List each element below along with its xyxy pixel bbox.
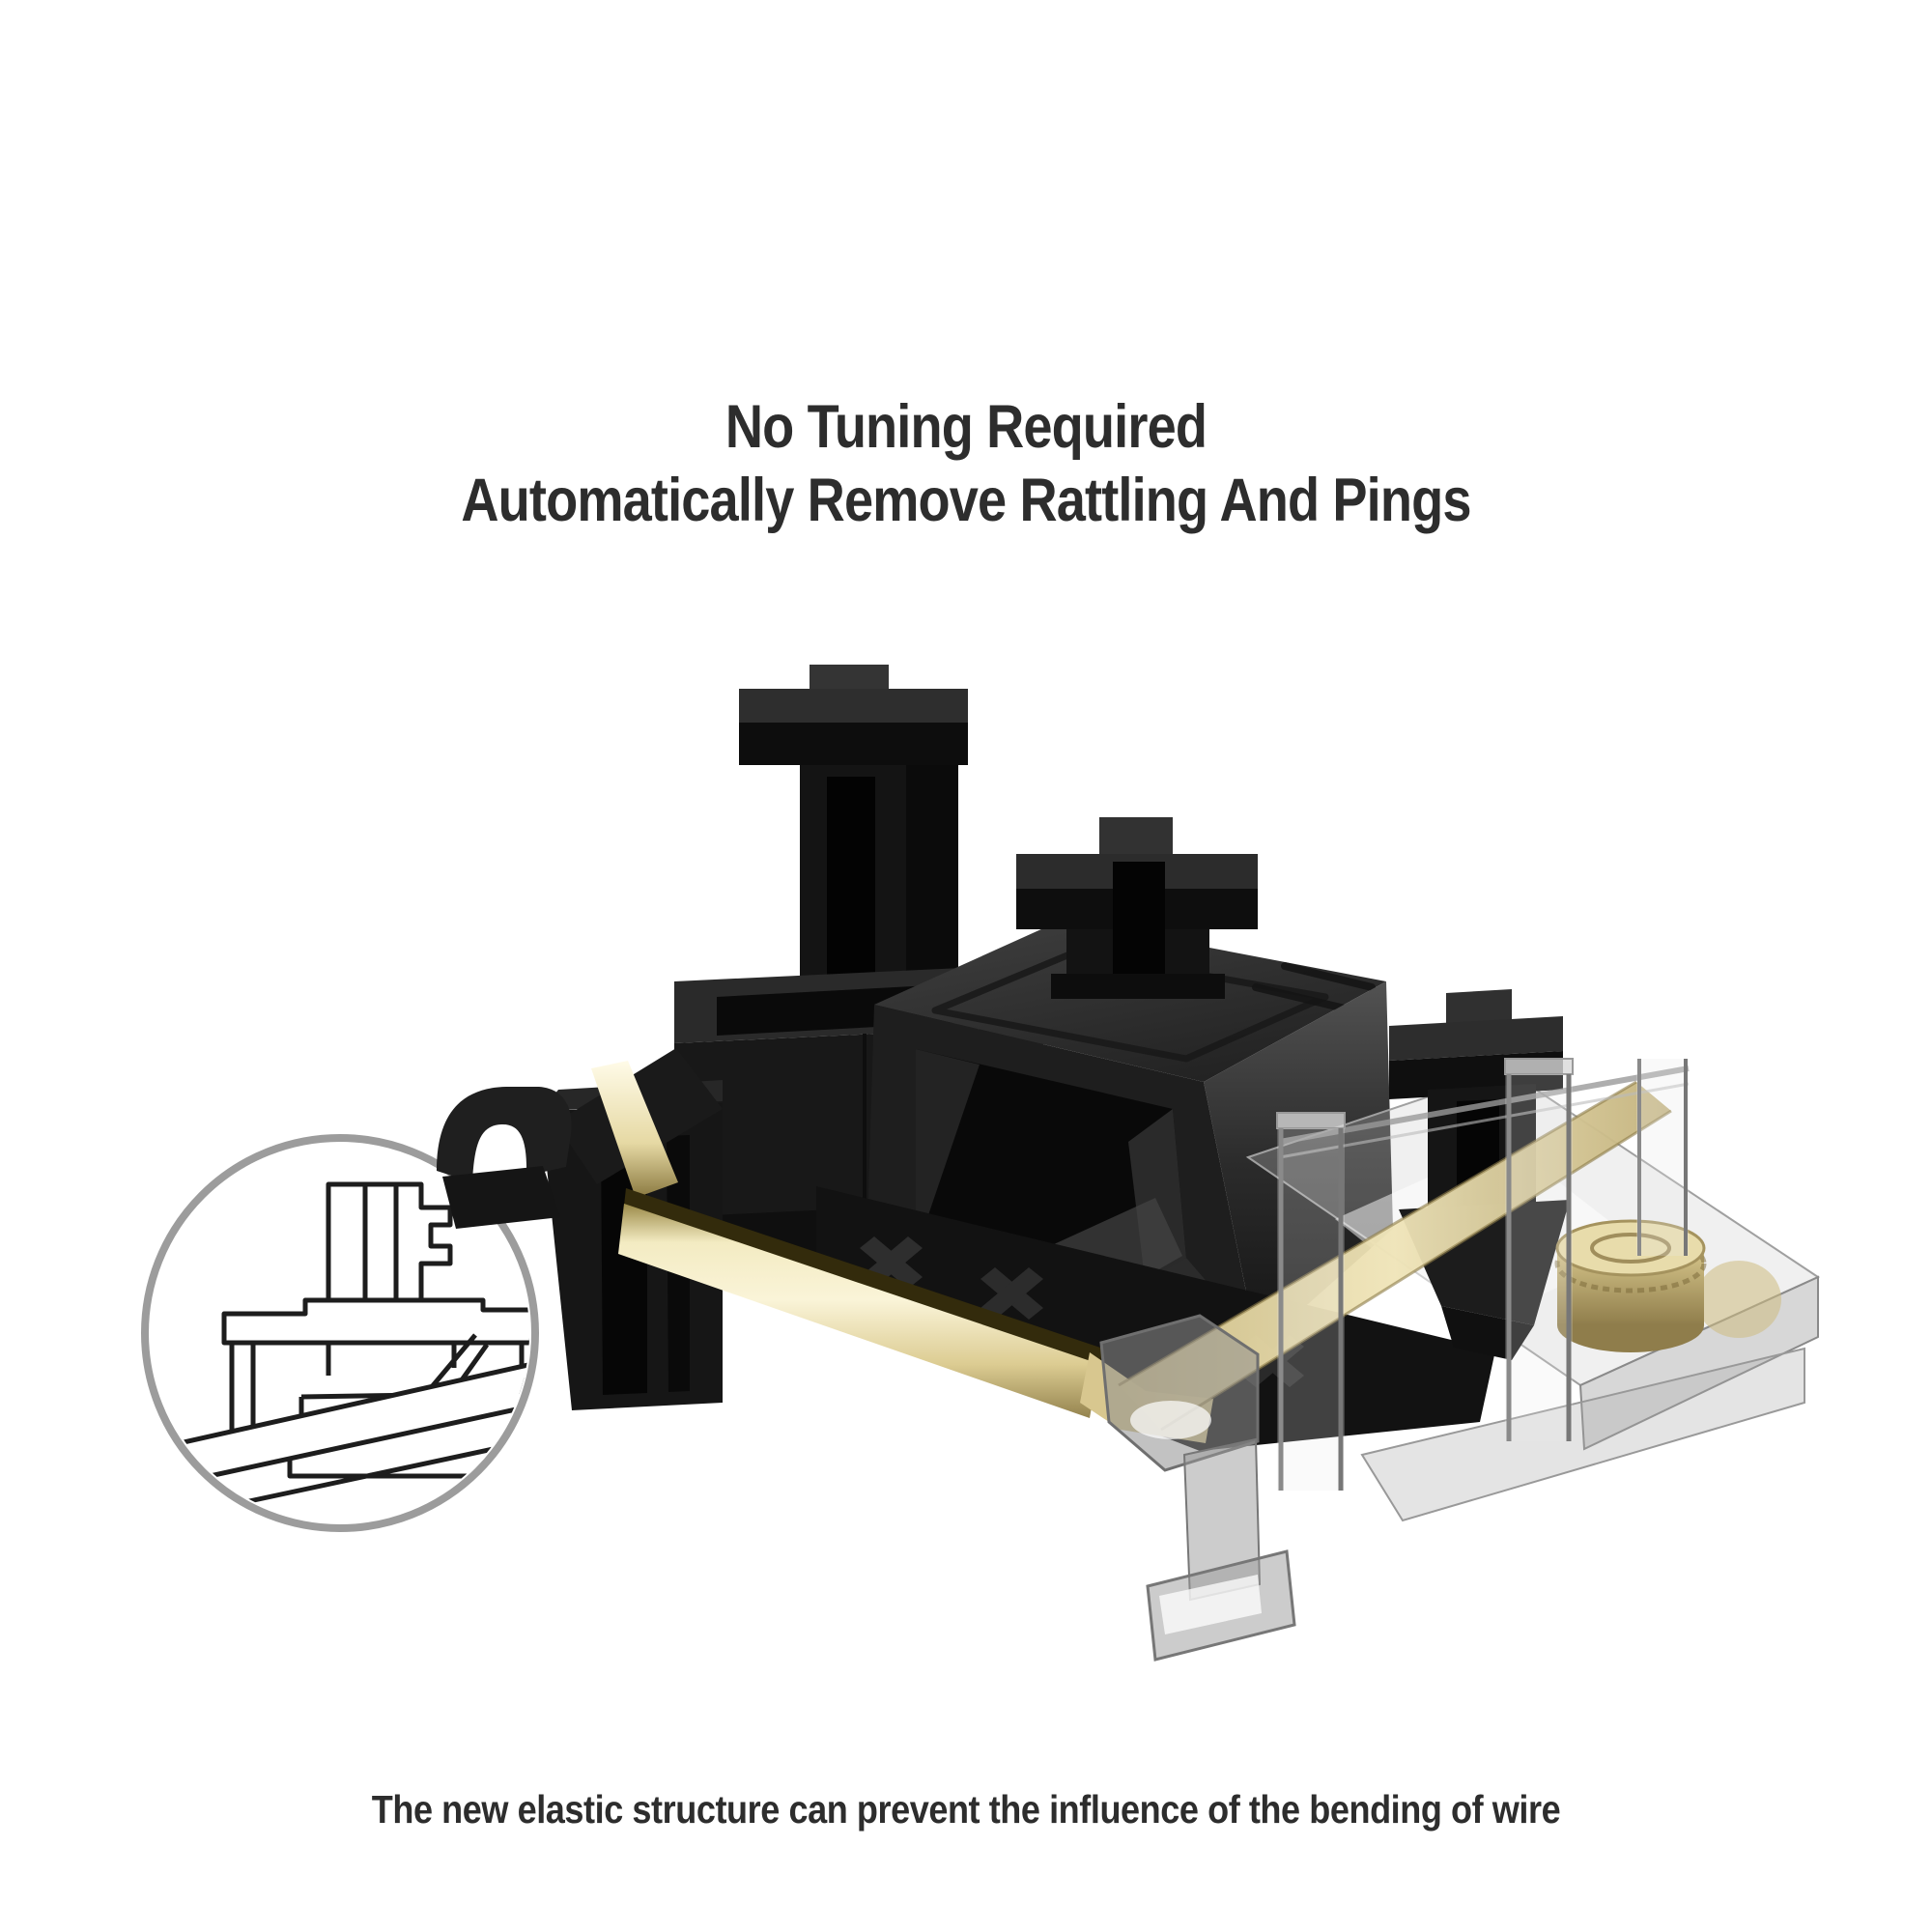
transparent-posts xyxy=(1276,1058,1690,1491)
heading-line-2: Automatically Remove Rattling And Pings xyxy=(461,467,1471,534)
center-cross-stem xyxy=(1016,817,1258,999)
brass-screw xyxy=(1554,1219,1781,1352)
heading-line-1: No Tuning Required xyxy=(724,393,1208,461)
embossed-brand-marking xyxy=(1252,962,1376,1012)
figure-caption: The new elastic structure can prevent th… xyxy=(371,1787,1561,1832)
feature-heading: No Tuning Required Automatically Remove … xyxy=(0,390,1932,537)
wire-holder-clip xyxy=(1099,1314,1296,1662)
inset-line-drawing xyxy=(151,1181,529,1510)
cross-section-inset xyxy=(141,1134,539,1532)
wire-end-hook xyxy=(437,1087,572,1229)
